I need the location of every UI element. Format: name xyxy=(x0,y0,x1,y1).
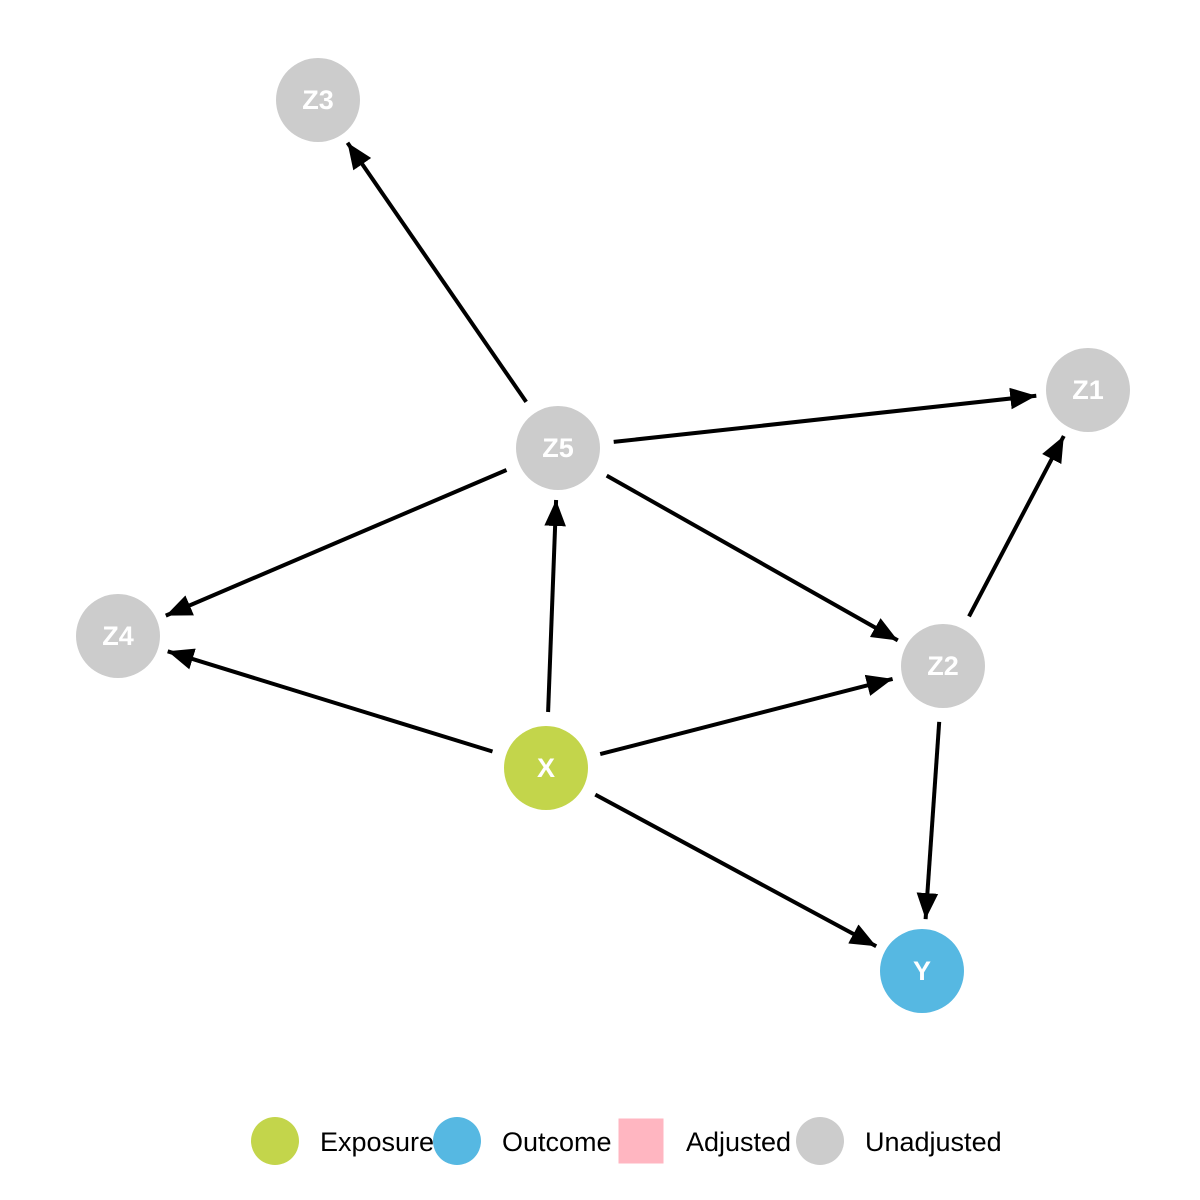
edge-Z5-Z4 xyxy=(165,468,508,618)
edge-X-Y xyxy=(594,792,878,949)
edge-Z5-Z3 xyxy=(345,141,528,404)
node-label-z1: Z1 xyxy=(1072,375,1104,405)
legend-label-adjusted: Adjusted xyxy=(686,1127,791,1157)
edge-Z2-Y xyxy=(916,721,942,920)
node-label-z3: Z3 xyxy=(302,85,334,115)
legend-swatch-unadjusted-circle xyxy=(796,1117,844,1165)
legend-swatch-adjusted-square xyxy=(618,1118,664,1164)
edge-X-Z5 xyxy=(544,499,566,713)
legend-swatch-exposure-circle xyxy=(251,1117,299,1165)
node-circle-z2 xyxy=(901,624,985,708)
node-label-x: X xyxy=(537,753,555,783)
legend-swatch-outcome-circle xyxy=(433,1117,481,1165)
node-circle-z1 xyxy=(1046,348,1130,432)
node-circle-z5 xyxy=(516,406,600,490)
legend: Exposure Outcome Adjusted Unadjusted xyxy=(251,1117,1002,1165)
node-circle-z4 xyxy=(76,594,160,678)
node-label-z2: Z2 xyxy=(927,651,959,681)
legend-label-exposure: Exposure xyxy=(320,1127,434,1157)
edge-Z5-Z2 xyxy=(605,473,899,643)
legend-label-unadjusted: Unadjusted xyxy=(865,1127,1002,1157)
node-circle-x xyxy=(504,726,588,810)
edge-Z2-Z1 xyxy=(967,435,1066,618)
node-label-y: Y xyxy=(913,956,931,986)
edge-Z5-Z1 xyxy=(613,387,1037,444)
node-circle-y xyxy=(880,929,964,1013)
node-label-z5: Z5 xyxy=(542,433,574,463)
node-label-z4: Z4 xyxy=(102,621,134,651)
edge-X-Z2 xyxy=(599,674,894,757)
edge-X-Z4 xyxy=(167,648,494,754)
legend-label-outcome: Outcome xyxy=(502,1127,612,1157)
node-circle-z3 xyxy=(276,58,360,142)
edges-layer xyxy=(165,141,1066,949)
